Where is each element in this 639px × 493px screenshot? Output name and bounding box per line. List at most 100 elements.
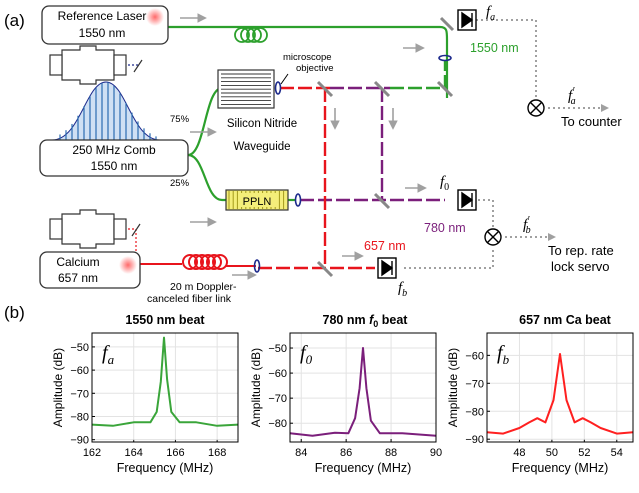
reference-laser-box: Reference Laser 1550 nm xyxy=(41,5,169,45)
mirrors xyxy=(316,16,455,278)
split-75: 75% xyxy=(170,114,190,125)
series-line xyxy=(486,353,634,435)
panel-a: (a) xyxy=(4,4,622,305)
plot-area xyxy=(487,333,633,442)
y-tick-label: −50 xyxy=(70,342,89,354)
fiber-link-line1: 20 m Doppler- xyxy=(170,281,237,293)
y-tick-label: −80 xyxy=(465,406,484,418)
mixer-counter xyxy=(527,99,545,117)
signal-lines xyxy=(404,19,605,269)
photodetector-fa xyxy=(457,9,477,31)
photodetector-f0 xyxy=(457,189,477,211)
wl-657-label: 657 nm xyxy=(364,239,406,253)
fiber-link-line2: canceled fiber link xyxy=(147,293,232,305)
chart-title: 1550 nm beat xyxy=(125,313,205,327)
to-servo-line1: To rep. rate xyxy=(548,243,614,258)
mixer-servo xyxy=(484,228,502,246)
fb-prime-label: f′b xyxy=(523,214,531,236)
x-tick-label: 166 xyxy=(166,447,184,459)
red-fiber xyxy=(140,254,256,270)
x-tick-label: 88 xyxy=(385,447,397,459)
y-tick-label: −70 xyxy=(268,393,287,405)
x-tick-label: 48 xyxy=(513,447,525,459)
x-tick-label: 84 xyxy=(295,447,307,459)
y-tick-label: −80 xyxy=(268,418,287,430)
series-line xyxy=(289,347,437,437)
wl-1550-label: 1550 nm xyxy=(470,41,519,55)
waveguide-chip xyxy=(217,69,275,109)
fb-label: fb xyxy=(398,280,407,299)
inset-label: f0 xyxy=(300,342,313,367)
y-axis-label: Amplitude (dB) xyxy=(249,348,263,427)
y-tick-label: −60 xyxy=(465,350,484,362)
plot-frame xyxy=(91,332,239,443)
y-axis-label: Amplitude (dB) xyxy=(51,348,65,427)
y-tick-label: −60 xyxy=(268,368,287,380)
free-space-red xyxy=(258,86,375,270)
wl-780-label: 780 nm xyxy=(424,221,466,235)
x-tick-label: 86 xyxy=(340,447,352,459)
comb-line2: 1550 nm xyxy=(91,159,138,173)
x-tick-label: 52 xyxy=(578,447,590,459)
comb-spectrum xyxy=(51,81,161,141)
objective-line2: objective xyxy=(296,63,334,74)
series-line xyxy=(91,336,239,427)
x-axis-label: Frequency (MHz) xyxy=(117,461,214,475)
ppln-crystal: PPLN xyxy=(225,189,289,211)
reference-laser-line2: 1550 nm xyxy=(79,26,126,40)
calcium-line1: Calcium xyxy=(56,255,99,269)
plot-frame xyxy=(289,332,437,443)
y-tick-label: −50 xyxy=(268,343,287,355)
reference-laser-line1: Reference Laser xyxy=(58,9,147,23)
y-tick-label: −70 xyxy=(70,388,89,400)
fa-prime-label: f′a xyxy=(568,85,576,107)
chart-title: 657 nm Ca beat xyxy=(519,313,612,327)
lenses xyxy=(253,54,452,273)
calcium-line2: 657 nm xyxy=(58,271,98,285)
inset-label: fa xyxy=(102,342,115,367)
x-tick-label: 54 xyxy=(611,447,623,459)
reference-cavity xyxy=(49,45,143,85)
calcium-box: Calcium 657 nm xyxy=(39,251,141,289)
objective-line1: microscope xyxy=(283,52,332,63)
x-tick-label: 162 xyxy=(83,447,101,459)
x-tick-label: 168 xyxy=(208,447,226,459)
waveguide-line1: Silicon Nitride xyxy=(227,118,297,130)
split-25: 25% xyxy=(170,178,190,189)
chart-2: 84 86 88 90 −80 −70 −60 −50 780 nm f0 beat f0Freq… xyxy=(249,313,442,475)
y-axis-label: Amplitude (dB) xyxy=(446,348,460,427)
comb-line1: 250 MHz Comb xyxy=(72,143,156,157)
panel-a-label: (a) xyxy=(4,11,25,30)
x-tick-label: 50 xyxy=(546,447,558,459)
plot-frame xyxy=(486,332,634,443)
objective-pointer xyxy=(280,73,289,85)
to-servo-line2: lock servo xyxy=(551,259,610,274)
y-tick-label: −70 xyxy=(465,378,484,390)
green-fiber-coil xyxy=(234,27,268,43)
signal-arrowheads xyxy=(548,104,609,241)
gray-arrows xyxy=(180,13,427,280)
x-axis-label: Frequency (MHz) xyxy=(315,461,412,475)
y-tick-label: −90 xyxy=(465,434,484,446)
y-tick-label: −80 xyxy=(70,411,89,423)
chart-3: 48 50 52 54 −90 −80 −70 −60 657 nm Ca beat fbFreq… xyxy=(446,313,634,475)
x-tick-label: 90 xyxy=(430,447,442,459)
free-space-green xyxy=(390,60,447,90)
comb-box: 250 MHz Comb 1550 nm xyxy=(39,139,189,177)
free-space-purple xyxy=(300,86,445,202)
chart-title: 780 nm f0 beat xyxy=(323,313,409,329)
photodetector-fb xyxy=(377,257,397,279)
panel-b-label: (b) xyxy=(4,303,25,322)
ppln-label: PPLN xyxy=(243,196,272,208)
fa-label: fa xyxy=(486,4,495,23)
to-counter-label: To counter xyxy=(561,114,622,129)
f0-label: f0 xyxy=(440,174,449,193)
y-tick-label: −90 xyxy=(70,435,89,447)
waveguide-line2: Waveguide xyxy=(233,141,290,153)
calcium-cavity xyxy=(49,209,141,252)
x-axis-label: Frequency (MHz) xyxy=(512,461,609,475)
inset-label: fb xyxy=(497,342,510,367)
